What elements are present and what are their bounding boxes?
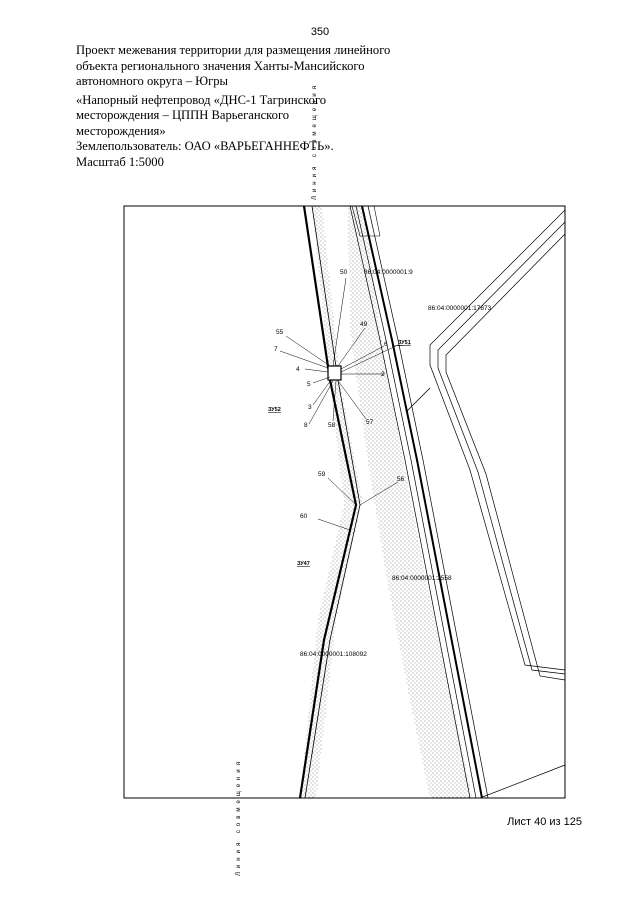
- leader-lines: [279, 277, 411, 531]
- point-label: 3: [308, 404, 312, 411]
- point-label: 57: [366, 419, 374, 426]
- corridor-line: [351, 205, 380, 237]
- parcel-label: 86:04:0000001:2558: [392, 575, 452, 582]
- point-label: 60: [300, 513, 308, 520]
- header-line: автономного округа – Югры: [76, 74, 229, 88]
- header-line: Масштаб 1:5000: [76, 154, 164, 169]
- parcel-label: 86:04:0000001:9: [364, 269, 413, 276]
- corridor-line: [349, 205, 471, 799]
- match-line-bottom: Линия совмещения: [236, 758, 242, 876]
- zone-label: ЗУ47: [297, 561, 310, 567]
- corridor-line: [373, 205, 381, 237]
- point-label: 2: [381, 371, 385, 378]
- point-label: 8: [304, 422, 308, 429]
- header-line: «Напорный нефтепровод «ДНС-1 Тагринского: [76, 92, 327, 107]
- corridor-line: [367, 205, 489, 799]
- header-line: Землепользователь: ОАО «ВАРЬЕГАННЕФТЬ».: [76, 139, 334, 153]
- point-label: 50: [340, 269, 348, 276]
- zone-label: ЗУ51: [398, 340, 411, 346]
- point-label: 59: [318, 471, 326, 478]
- header-line: Проект межевания территории для размещен…: [76, 43, 391, 57]
- zone-label: ЗУ52: [268, 407, 281, 413]
- header-line: месторождения»: [76, 123, 166, 138]
- point-label: 6: [384, 341, 388, 348]
- road-boundary: [445, 233, 566, 681]
- point-label: 55: [276, 329, 284, 336]
- road-boundary: [437, 221, 566, 675]
- point-label: 4: [296, 366, 300, 373]
- document-header: Проект межевания территории для размещен…: [76, 43, 406, 170]
- point-label: 49: [360, 321, 368, 328]
- header-line: объекта регионального значения Ханты-Ман…: [76, 58, 365, 73]
- point-label: 56: [397, 476, 405, 483]
- road-boundary: [405, 387, 431, 413]
- road-boundary: [479, 764, 566, 799]
- point-label: 7: [274, 346, 278, 353]
- page-number: 350: [310, 26, 330, 38]
- pipeline-band: [300, 206, 362, 798]
- match-line-top: Линия совмещения: [312, 82, 318, 200]
- right-of-way-band: [348, 206, 472, 798]
- map-frame: [123, 205, 566, 799]
- parcel-label: 86:04:0000001:17873: [428, 305, 492, 312]
- parcel-label: 86:04:0000001:108092: [300, 651, 367, 658]
- corridor-line: [361, 205, 483, 799]
- cutout-square: [327, 365, 342, 381]
- road-boundary: [429, 209, 566, 671]
- sheet-number: Лист 40 из 125: [507, 816, 582, 828]
- point-label: 5: [307, 381, 311, 388]
- point-label: 58: [328, 422, 336, 429]
- header-line: месторождения – ЦППН Варьеганского: [76, 108, 290, 122]
- corridor-line: [355, 205, 477, 799]
